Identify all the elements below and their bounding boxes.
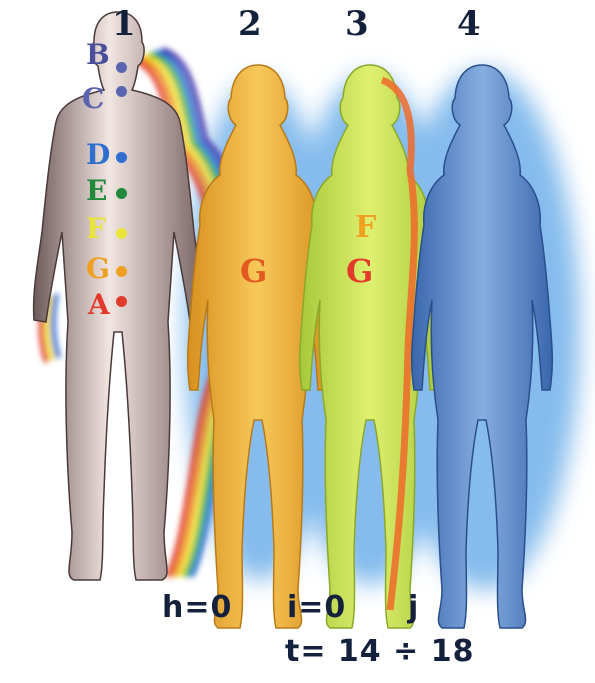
- figure-4-number: 4: [457, 4, 481, 44]
- chakra-letter-f: F: [86, 212, 106, 245]
- chakra-dot-b: [116, 62, 127, 73]
- caption-i: i=0: [287, 590, 346, 625]
- caption-h: h=0: [162, 590, 232, 625]
- figure-3-label-f: F: [355, 210, 376, 245]
- figure-2-number: 2: [238, 4, 262, 44]
- chakra-letter-d: D: [86, 138, 110, 171]
- figure-3-label-g: G: [346, 252, 373, 290]
- chakra-letter-g: G: [86, 252, 110, 285]
- chakra-letter-a: A: [88, 288, 110, 321]
- chakra-dot-d: [116, 152, 127, 163]
- figure-1-number: 1: [112, 4, 136, 44]
- chakra-letter-e: E: [86, 174, 107, 207]
- chakra-letter-b: B: [86, 38, 110, 71]
- chakra-dot-a: [116, 296, 127, 307]
- caption-t: t= 14 ÷ 18: [285, 634, 474, 669]
- figure-2-label-g: G: [240, 252, 267, 290]
- caption-j: j: [408, 590, 419, 625]
- chakra-dot-g: [116, 266, 127, 277]
- chakra-dot-e: [116, 188, 127, 199]
- chakra-dot-c: [116, 86, 127, 97]
- figure-3-number: 3: [345, 4, 369, 44]
- chakra-letter-c: C: [82, 82, 104, 115]
- chakra-dot-f: [116, 228, 127, 239]
